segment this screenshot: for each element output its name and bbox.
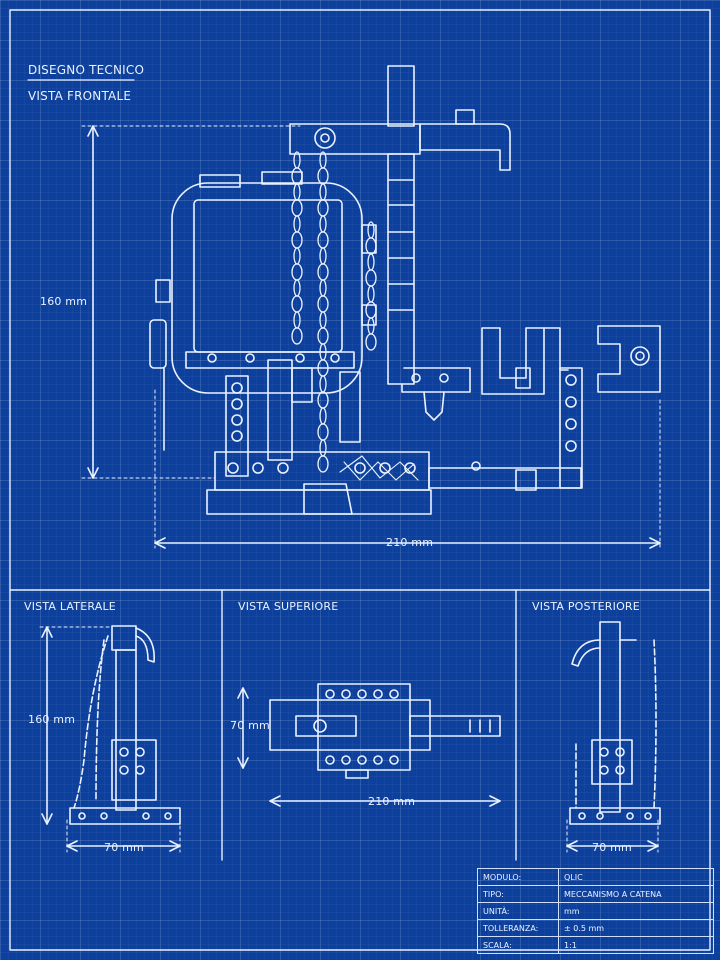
title-block-key: UNITÀ: xyxy=(477,902,559,920)
rear-width-dimension: 70 mm xyxy=(592,841,632,854)
top-height-dimension: 70 mm xyxy=(230,719,270,732)
title-block-value: mm xyxy=(558,902,714,920)
side-height-dimension: 160 mm xyxy=(28,713,76,726)
side-width-dimension: 70 mm xyxy=(104,841,144,854)
side-view-drawing xyxy=(39,625,181,853)
title-block-key: MODULO: xyxy=(477,868,559,886)
title-block: MODULO:QLIC TIPO:MECCANISMO A CATENA UNI… xyxy=(477,868,714,954)
title-block-row: UNITÀ:mm xyxy=(477,902,714,920)
front-width-dimension: 210 mm xyxy=(386,536,434,549)
title-block-key: SCALA: xyxy=(477,936,559,954)
view-title-front: VISTA FRONTALE xyxy=(28,89,132,103)
title-block-value: ± 0.5 mm xyxy=(558,919,714,937)
sheet-frame xyxy=(9,9,711,951)
front-view-drawing xyxy=(81,65,661,549)
top-width-dimension: 210 mm xyxy=(368,795,416,808)
drawing-title: DISEGNO TECNICO xyxy=(28,63,145,77)
title-block-row: SCALA:1:1 xyxy=(477,936,714,954)
view-title-rear: VISTA POSTERIORE xyxy=(532,600,640,613)
title-block-row: MODULO:QLIC xyxy=(477,868,714,886)
front-height-dimension: 160 mm xyxy=(40,295,88,308)
title-block-value: QLIC xyxy=(558,868,714,886)
view-title-top: VISTA SUPERIORE xyxy=(238,600,339,613)
title-block-value: 1:1 xyxy=(558,936,714,954)
title-block-row: TIPO:MECCANISMO A CATENA xyxy=(477,885,714,903)
view-title-side: VISTA LATERALE xyxy=(24,600,116,613)
title-block-value: MECCANISMO A CATENA xyxy=(558,885,714,903)
rear-view-drawing xyxy=(566,621,661,853)
top-view-drawing xyxy=(237,683,501,807)
title-block-key: TIPO: xyxy=(477,885,559,903)
title-block-key: TOLLERANZA: xyxy=(477,919,559,937)
title-block-row: TOLLERANZA:± 0.5 mm xyxy=(477,919,714,937)
